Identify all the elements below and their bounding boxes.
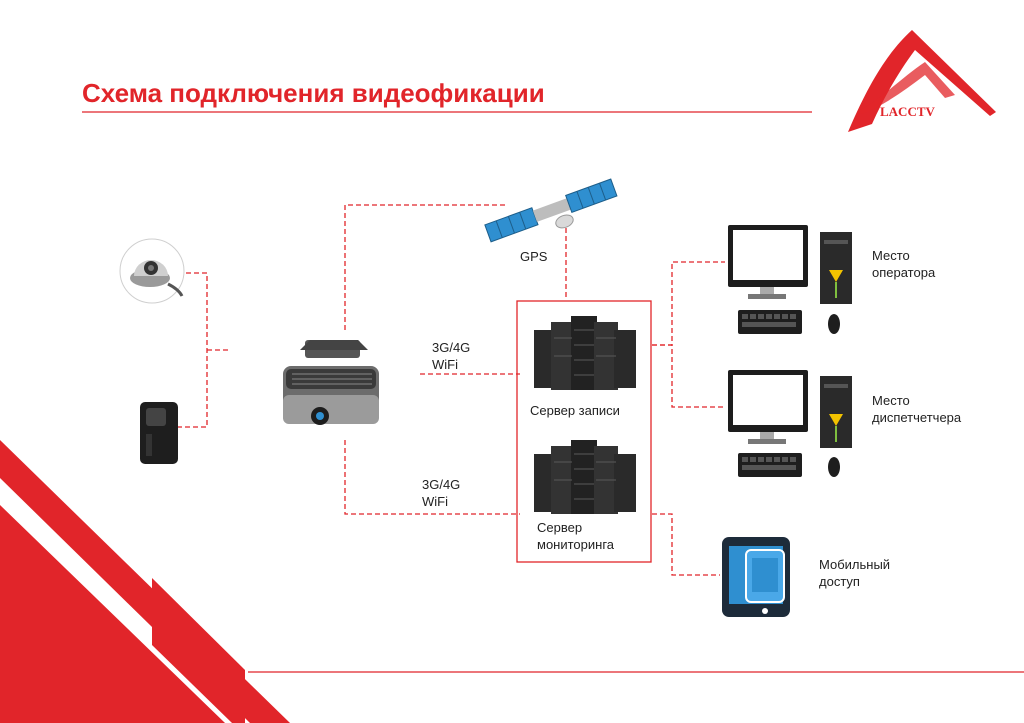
logo-text: LACCTV [880,104,935,120]
monitor-server-line-2: мониторинга [537,536,614,553]
link-bottom-label: 3G/4G WiFi [422,476,460,510]
monitor-server-label: Сервер мониторинга [537,519,614,553]
gps-label: GPS [520,248,547,265]
mobile-label: Мобильный доступ [819,556,890,590]
link-bottom-line-1: 3G/4G [422,476,460,493]
monitor-server-line-1: Сервер [537,519,614,536]
mobile-line-1: Мобильный [819,556,890,573]
tablet-icon [722,537,790,617]
body-camera-icon [140,402,178,464]
server-rack-icon [534,316,636,390]
link-top-label: 3G/4G WiFi [432,339,470,373]
connection-lines [178,205,725,575]
server-rack-icon [534,440,636,514]
link-bottom-line-2: WiFi [422,493,460,510]
record-server-label: Сервер записи [530,402,620,419]
dispatcher-label: Место диспетчетчера [872,392,961,426]
link-top-line-1: 3G/4G [432,339,470,356]
satellite-icon [485,179,621,253]
workstation-icon [728,225,852,334]
workstation-icon [728,370,852,477]
mobile-line-2: доступ [819,573,890,590]
link-top-line-2: WiFi [432,356,470,373]
operator-line-1: Место [872,247,935,264]
operator-line-2: оператора [872,264,935,281]
dome-camera-icon [120,239,184,303]
dvr-device-icon [283,340,379,425]
dispatcher-line-2: диспетчетчера [872,409,961,426]
dispatcher-line-1: Место [872,392,961,409]
operator-label: Место оператора [872,247,935,281]
